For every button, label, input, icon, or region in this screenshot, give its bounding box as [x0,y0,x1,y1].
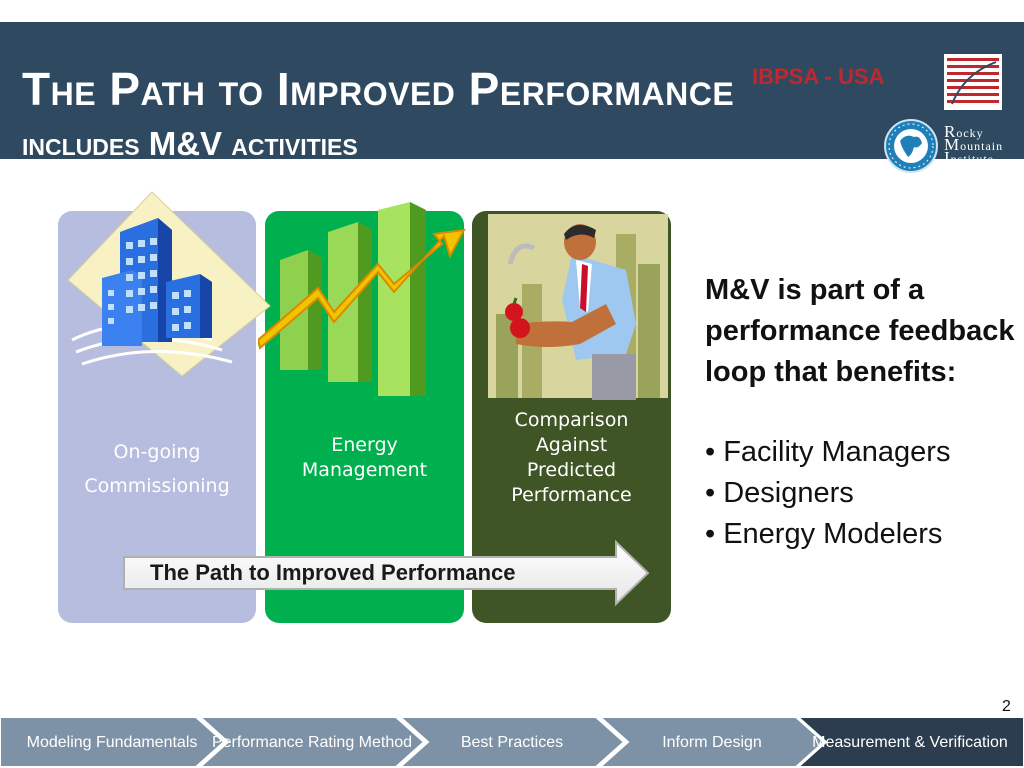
list-item: • Designers [705,477,854,509]
nav-measurement-verification[interactable]: Measurement & Verification [798,716,1024,768]
nav-label: Best Practices [460,733,564,751]
businessman-with-apples-icon [488,214,668,400]
ibpsa-flag-logo-icon [944,54,1002,110]
slide-title: The Path to Improved Performance [22,63,735,115]
office-buildings-icon [67,191,271,377]
list-item: • Energy Modelers [705,518,943,550]
section-nav: Modeling Fundamentals Performance Rating… [0,716,1024,768]
nav-label: Modeling Fundamentals [26,733,198,751]
nav-inform-design[interactable]: Inform Design [600,716,826,768]
rmi-logo-text: Rocky Mountain Institute [944,122,1004,167]
nav-label: Measurement & Verification [812,733,1008,751]
nav-label: Inform Design [662,733,762,751]
feedback-loop-heading: M&V is part of a performance feedback lo… [705,274,1015,388]
title-banner: The Path to Improved Performance include… [0,22,1024,173]
ibpsa-logo-text: IBPSA - USA [752,64,885,89]
slide-subtitle: includes M&V activities [22,125,358,162]
panel-label: Comparison Against Predicted Performance [511,409,632,506]
path-arrow-label: The Path to Improved Performance [150,560,516,585]
panel-label: Energy Management [301,434,428,481]
page-number: 2 [1002,698,1011,715]
nav-best-practices[interactable]: Best Practices [400,716,626,768]
nav-performance-rating-method[interactable]: Performance Rating Method [200,716,426,768]
beneficiary-list: • Facility Managers • Designers • Energy… [705,432,1015,555]
nav-label: Performance Rating Method [211,733,413,751]
path-arrow-shape [123,540,650,606]
nav-modeling-fundamentals[interactable]: Modeling Fundamentals [0,716,226,768]
globe-icon [884,119,938,173]
panel-label: On-going Commissioning [84,441,230,497]
rising-bar-chart-icon [258,202,466,396]
list-item: • Facility Managers [705,436,951,468]
